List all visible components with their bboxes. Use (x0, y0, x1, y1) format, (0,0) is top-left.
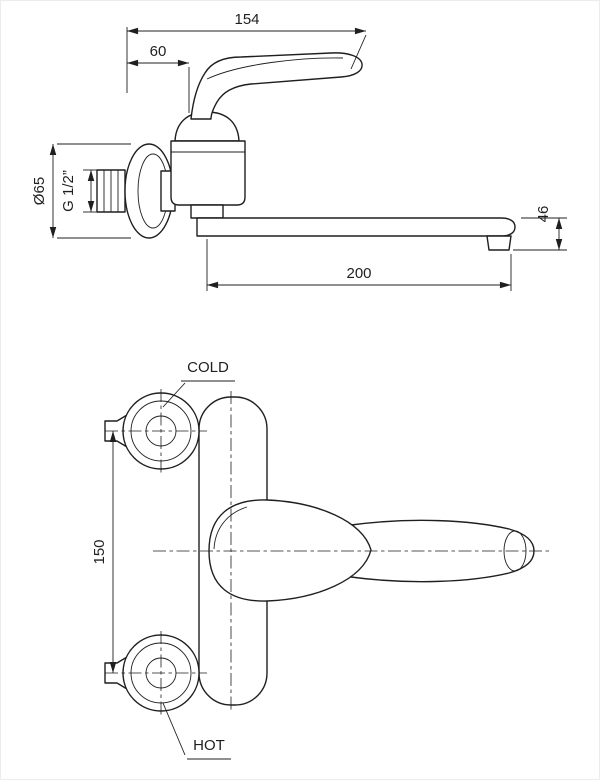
dim-label-thread: G 1/2” (60, 170, 77, 212)
dim-label-diameter: Ø65 (31, 177, 48, 205)
hot-label: HOT (193, 737, 225, 754)
dim-label-46: 46 (535, 206, 552, 223)
side-view: 154 60 Ø65 G 1/2” 46 (31, 11, 567, 291)
front-view: COLD HOT 150 (91, 359, 549, 760)
spout-nut (190, 204, 224, 219)
dim-handle-width: 60 (126, 43, 190, 113)
dim-flange-diameter: Ø65 (31, 143, 131, 239)
dim-label-154: 154 (234, 11, 259, 28)
body-dome-plan (208, 499, 372, 602)
dim-spout-reach: 200 (206, 239, 512, 291)
lever-detail-line (206, 57, 344, 80)
dome-accent-line (213, 506, 248, 550)
lever-end-cap (503, 530, 527, 572)
hot-leader-line (162, 702, 186, 756)
dim-connection-spacing: 150 (91, 431, 117, 673)
extension-line (350, 34, 367, 70)
dim-total-width: 154 (126, 11, 367, 93)
dim-label-200: 200 (346, 265, 371, 282)
cold-label: COLD (187, 359, 229, 376)
dim-label-60: 60 (150, 43, 167, 60)
hot-label-group: HOT (162, 702, 231, 760)
spout-tube (196, 217, 516, 237)
aerator (486, 235, 512, 251)
faucet-body (170, 140, 246, 206)
dim-label-150: 150 (91, 539, 108, 564)
dim-spout-height: 46 (513, 206, 567, 251)
cold-label-group: COLD (162, 359, 235, 408)
dim-thread-size: G 1/2” (60, 169, 99, 213)
lever-handle (190, 52, 363, 120)
cold-leader-line (162, 382, 186, 408)
